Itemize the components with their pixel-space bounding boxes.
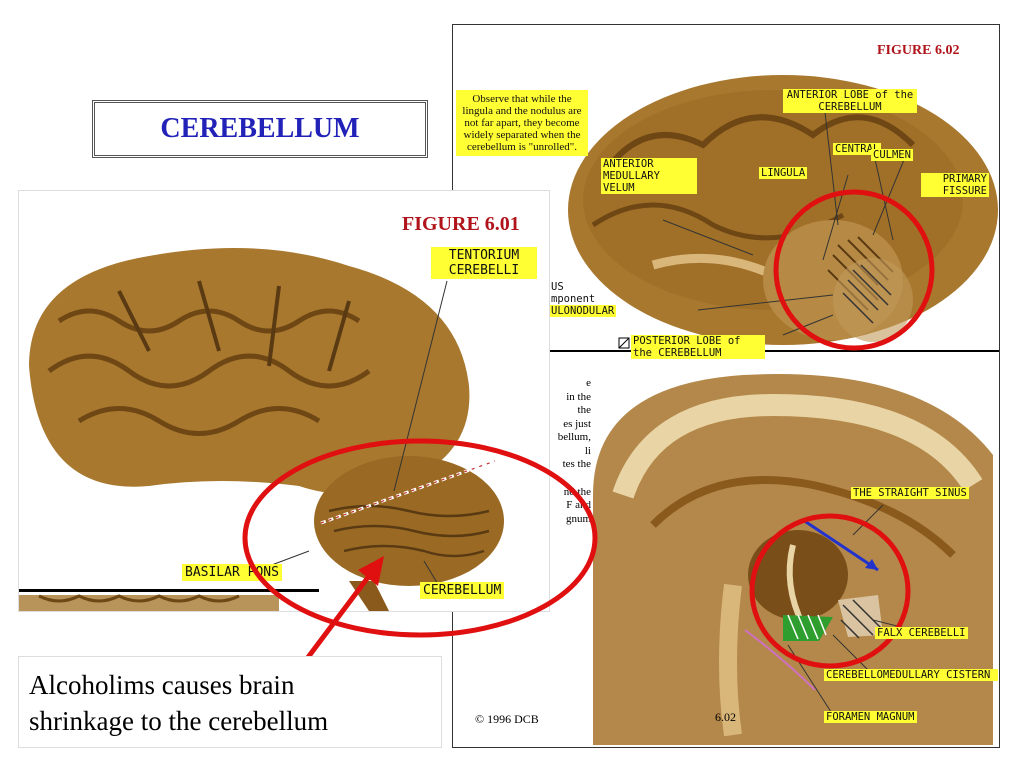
label-basilar-pons: BASILAR PONS <box>182 564 282 581</box>
caption-line-2: shrinkage to the cerebellum <box>29 706 329 736</box>
label-flocculonodular-partial: ULONODULAR <box>549 305 617 317</box>
copyright-text: 1996 DCB <box>487 712 539 726</box>
label-primary-fissure: PRIMARY FISSURE <box>921 173 989 197</box>
label-falx-cerebelli: FALX CEREBELLI <box>875 627 968 639</box>
label-lingula: LINGULA <box>759 167 808 179</box>
label-cerebellum: CEREBELLUM <box>420 582 505 599</box>
label-central: CENTRAL <box>833 143 882 155</box>
straight-sinus-arrow <box>802 518 879 572</box>
partial-text-line: e <box>586 377 591 389</box>
label-culmen: CULMEN <box>871 149 913 161</box>
annotation-circle-lower <box>749 513 911 669</box>
label-anterior-medullary-velum: ANTERIOR MEDULLARY VELUM <box>601 158 697 194</box>
partial-text-line: es just <box>563 417 591 430</box>
adjacent-image-strip <box>19 595 279 611</box>
label-tentorium-cerebelli: TENTORIUM CEREBELLI <box>431 247 537 279</box>
caption-box: Alcoholims causes brain shrinkage to the… <box>18 656 442 748</box>
partial-text-line: in the <box>566 390 591 403</box>
page-number: 6.02 <box>715 710 736 724</box>
figure-602-label: FIGURE 6.02 <box>877 43 960 58</box>
lateral-brain-shape <box>29 248 470 494</box>
label-straight-sinus: THE STRAIGHT SINUS <box>851 487 969 499</box>
label-us-partial: US <box>549 281 566 293</box>
cerebellum-shape <box>314 456 504 586</box>
label-foramen-magnum: FORAMEN MAGNUM <box>824 711 917 723</box>
partial-text-line: the <box>577 404 591 416</box>
slide-title: CEREBELLUM <box>160 113 360 144</box>
figure-601-panel: FIGURE 6.01 TENTORIUM CEREBELLI BASILAR … <box>18 190 550 612</box>
copyright-icon: © <box>475 712 485 726</box>
label-cerebellomedullary-cistern: CEREBELLOMEDULLARY CISTERN <box>824 669 998 681</box>
annotation-circle-upper <box>773 189 935 351</box>
title-box: CEREBELLUM <box>92 100 428 158</box>
figure-601-label: FIGURE 6.01 <box>402 213 520 235</box>
unrolled-note: Observe that while the lingula and the n… <box>456 90 588 156</box>
figure-602-illustration <box>453 75 999 747</box>
label-posterior-lobe: POSTERIOR LOBE of the CEREBELLUM <box>631 335 765 359</box>
label-anterior-lobe: ANTERIOR LOBE of the CEREBELLUM <box>783 89 917 113</box>
figure-602-panel: FIGURE 6.02 Observe that while the lingu… <box>452 24 1000 748</box>
label-component-partial: mponent <box>549 293 598 305</box>
caption-line-1: Alcoholims causes brain <box>29 670 295 700</box>
copyright: © 1996 DCB <box>475 712 539 727</box>
